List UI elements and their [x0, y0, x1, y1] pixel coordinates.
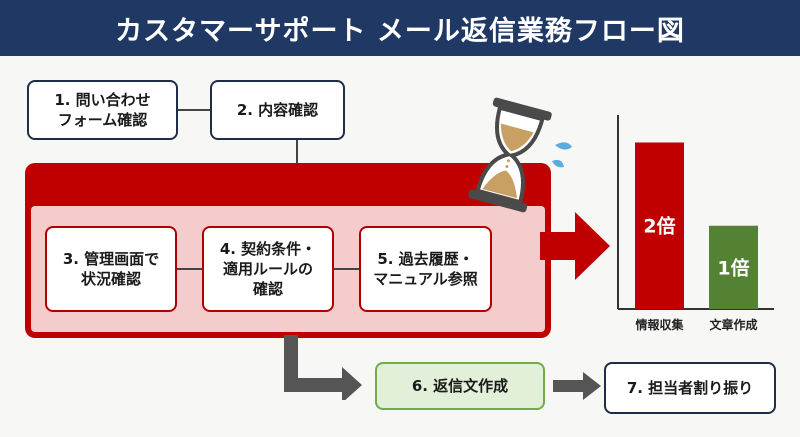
bar-0 [635, 142, 684, 309]
hourglass-icon [468, 97, 572, 213]
step-7-box: 7. 担当者割り振り [604, 362, 776, 414]
connector [177, 268, 203, 270]
connector [296, 140, 298, 165]
connector [177, 109, 211, 111]
category-label: 情報収集 [635, 317, 684, 332]
step-6-box: 6. 返信文作成 [375, 362, 545, 410]
red-arrow-icon [540, 212, 610, 280]
bar-1 [709, 225, 758, 309]
step-3-box: 3. 管理画面で 状況確認 [45, 226, 177, 312]
step-2-box: 2. 内容確認 [210, 80, 345, 140]
gray-arrow-icon [553, 372, 601, 400]
step-5-box: 5. 過去履歴・ マニュアル参照 [359, 226, 492, 312]
gray-elbow-arrow-icon [284, 335, 362, 400]
bar-data-label: 1倍 [717, 256, 749, 279]
step-1-box: 1. 問い合わせ フォーム確認 [27, 80, 178, 140]
category-label: 文章作成 [709, 317, 757, 332]
step-4-box: 4. 契約条件・ 適用ルールの 確認 [202, 226, 334, 312]
page-title: カスタマーサポート メール返信業務フロー図 [0, 0, 800, 56]
connector [334, 268, 360, 270]
bar-data-label: 2倍 [643, 215, 675, 238]
